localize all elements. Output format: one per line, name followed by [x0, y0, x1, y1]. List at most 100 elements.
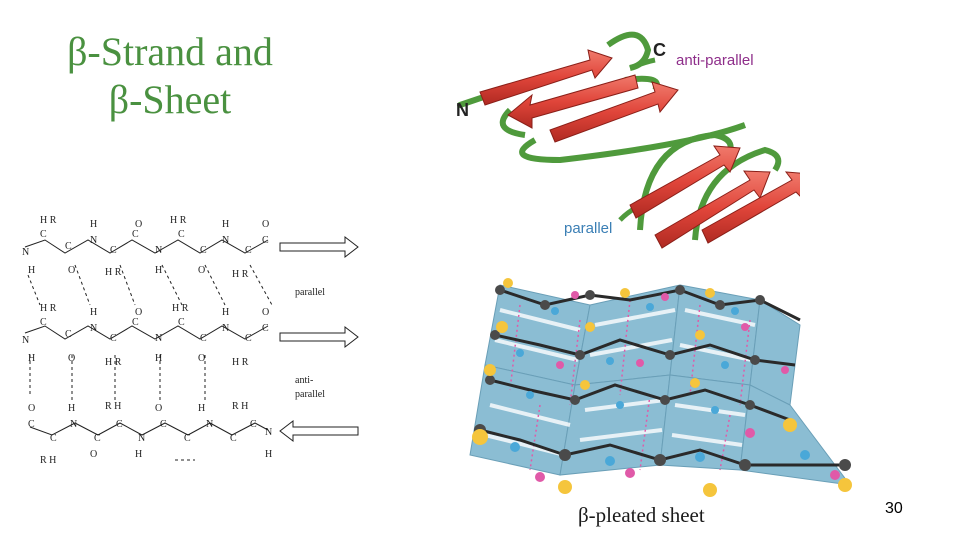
strand-arrow-3: [549, 81, 679, 143]
svg-text:O: O: [198, 265, 205, 276]
beta-pleated-sheet-illustration: [469, 278, 852, 497]
svg-text:O: O: [68, 353, 75, 364]
svg-text:C: C: [178, 317, 185, 328]
svg-text:R H: R H: [40, 455, 56, 466]
svg-text:H: H: [222, 219, 229, 230]
svg-text:N: N: [22, 335, 29, 346]
svg-text:H: H: [155, 353, 162, 364]
svg-text:C: C: [65, 241, 72, 252]
svg-text:C: C: [132, 317, 139, 328]
title-line-2: β-Sheet: [108, 77, 232, 122]
svg-text:C: C: [230, 433, 237, 444]
svg-text:N: N: [265, 427, 272, 438]
svg-text:O: O: [68, 265, 75, 276]
strand-arrow-5: [654, 170, 771, 249]
strand-arrow-6: [701, 171, 800, 244]
svg-text:H R: H R: [172, 303, 189, 314]
loop-parallel-1: [637, 131, 734, 231]
svg-text:C: C: [200, 333, 207, 344]
svg-text:O: O: [198, 353, 205, 364]
slide-title: β-Strand and β-Sheet: [40, 28, 300, 124]
n-terminus-label: N: [456, 100, 469, 120]
beta-strand-ribbon-diagram: [457, 31, 800, 249]
svg-text:N: N: [90, 323, 97, 334]
pleated-sheet-caption: β-pleated sheet: [578, 503, 705, 527]
svg-text:H: H: [135, 449, 142, 460]
backbone-row-3: [29, 422, 269, 436]
svg-text:H: H: [90, 219, 97, 230]
svg-text:C: C: [28, 419, 35, 430]
direction-arrow-3: [279, 419, 359, 443]
svg-text:C: C: [160, 419, 167, 430]
svg-text:H: H: [68, 403, 75, 414]
svg-text:N: N: [138, 433, 145, 444]
svg-text:H R: H R: [105, 357, 122, 368]
svg-text:C: C: [184, 433, 191, 444]
svg-text:C: C: [40, 229, 47, 240]
svg-text:N: N: [155, 333, 162, 344]
svg-text:C: C: [116, 419, 123, 430]
page-number: 30: [885, 500, 903, 517]
title-line-1: β-Strand and: [67, 29, 273, 74]
svg-text:O: O: [262, 219, 269, 230]
svg-text:C: C: [110, 245, 117, 256]
svg-text:N: N: [222, 323, 229, 334]
svg-text:C: C: [110, 333, 117, 344]
svg-text:C: C: [200, 245, 207, 256]
svg-text:C: C: [245, 245, 252, 256]
backbone-row-1: [24, 239, 269, 254]
backbone-row-2: [24, 325, 269, 340]
svg-text:R H: R H: [232, 401, 248, 412]
svg-text:N: N: [22, 247, 29, 258]
antiparallel-label: anti-parallel: [676, 52, 754, 69]
svg-text:C: C: [50, 433, 57, 444]
svg-text:N: N: [222, 235, 229, 246]
svg-text:H R: H R: [232, 357, 249, 368]
chem-antiparallel-label-1: anti-: [295, 375, 313, 386]
svg-text:C: C: [132, 229, 139, 240]
svg-text:H R: H R: [40, 215, 57, 226]
svg-text:N: N: [206, 419, 213, 430]
strand-arrow-2: [507, 74, 639, 129]
svg-text:H: H: [198, 403, 205, 414]
svg-text:H: H: [155, 265, 162, 276]
chem-antiparallel-label-2: parallel: [295, 389, 325, 400]
svg-text:O: O: [135, 307, 142, 318]
svg-text:H: H: [90, 307, 97, 318]
svg-text:H: H: [222, 307, 229, 318]
svg-text:H: H: [265, 449, 272, 460]
svg-text:H R: H R: [105, 267, 122, 278]
c-terminus-label: C: [653, 40, 666, 60]
svg-text:C: C: [262, 323, 269, 334]
svg-text:H: H: [28, 353, 35, 364]
svg-text:H: H: [28, 265, 35, 276]
strand-arrow-1: [479, 49, 613, 106]
svg-text:C: C: [94, 433, 101, 444]
svg-text:C: C: [178, 229, 185, 240]
svg-text:O: O: [262, 307, 269, 318]
svg-text:N: N: [70, 419, 77, 430]
svg-text:C: C: [40, 317, 47, 328]
svg-text:C: C: [262, 235, 269, 246]
svg-text:N: N: [155, 245, 162, 256]
svg-text:H R: H R: [170, 215, 187, 226]
svg-text:C: C: [245, 333, 252, 344]
direction-arrow-1: [279, 235, 359, 259]
svg-text:O: O: [155, 403, 162, 414]
svg-text:R H: R H: [105, 401, 121, 412]
loop-c-term: [629, 57, 656, 71]
svg-text:N: N: [90, 235, 97, 246]
parallel-label: parallel: [564, 220, 613, 237]
loop-left: [499, 107, 526, 138]
svg-text:O: O: [135, 219, 142, 230]
svg-text:H R: H R: [232, 269, 249, 280]
strand-arrow-4: [629, 145, 741, 219]
direction-arrow-2: [279, 325, 359, 349]
svg-text:H R: H R: [40, 303, 57, 314]
svg-text:C: C: [250, 419, 257, 430]
svg-text:C: C: [65, 329, 72, 340]
chem-parallel-label: parallel: [295, 287, 325, 298]
svg-text:O: O: [90, 449, 97, 460]
svg-text:O: O: [28, 403, 35, 414]
